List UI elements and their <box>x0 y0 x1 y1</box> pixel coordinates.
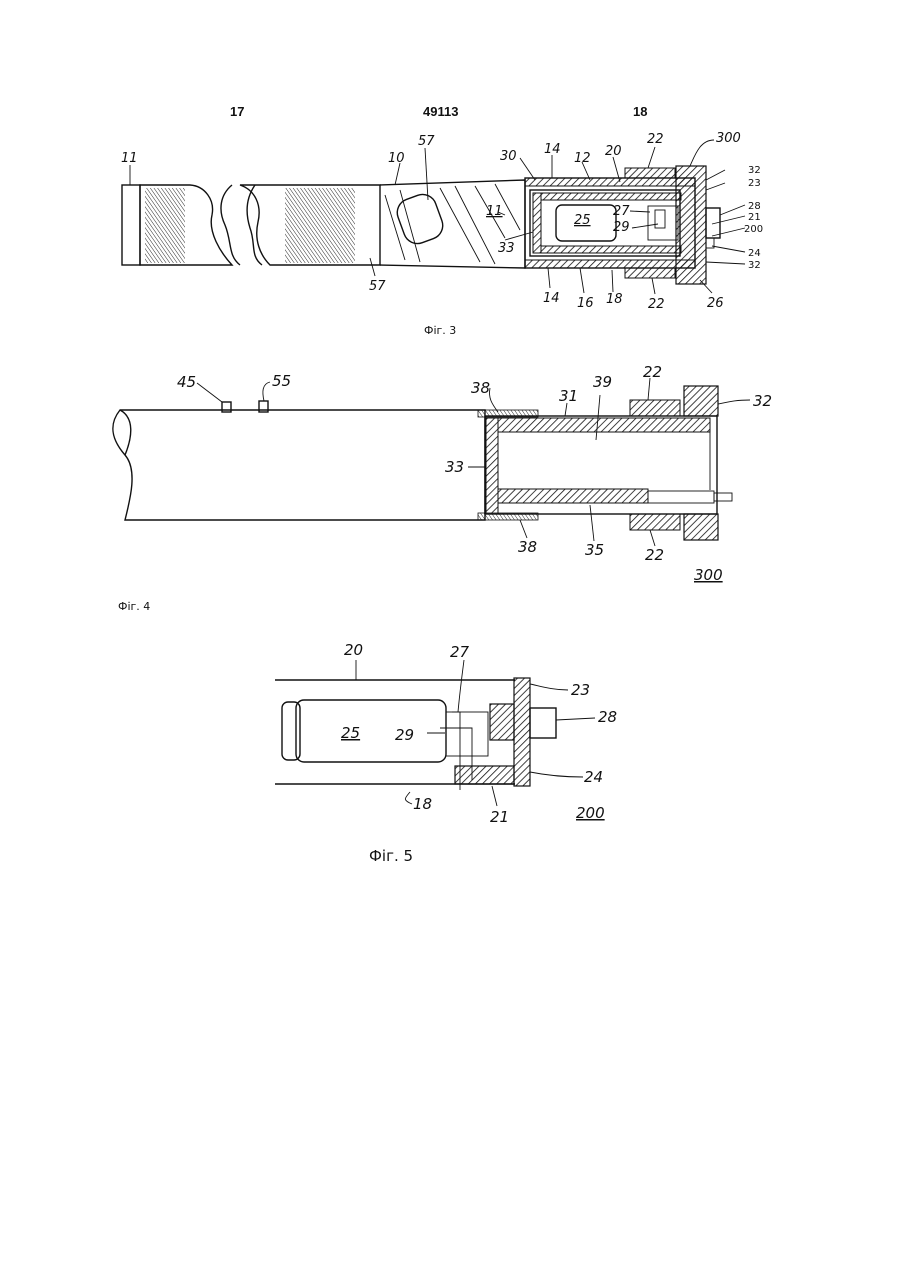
label-27: 27 <box>450 643 470 661</box>
inner-wall-top <box>541 193 681 200</box>
label-55: 55 <box>272 372 291 390</box>
break-line <box>221 185 240 265</box>
helical-thread-left <box>145 188 185 263</box>
label-11: 11 <box>486 204 503 219</box>
label-22: 22 <box>648 297 665 312</box>
label-32: 32 <box>748 260 761 271</box>
label-29: 29 <box>613 220 630 235</box>
battery-25 <box>296 700 446 762</box>
label-28: 28 <box>598 708 617 726</box>
circuit-27 <box>648 206 678 240</box>
caption-fig3: Фіг. 3 <box>424 324 456 337</box>
slot-57 <box>393 191 446 248</box>
end-wall-33 <box>533 193 541 253</box>
label-11: 11 <box>121 151 138 166</box>
thread-38 <box>478 513 538 520</box>
label-24: 24 <box>748 248 761 259</box>
label-31: 31 <box>559 387 578 405</box>
label-200: 200 <box>576 804 605 822</box>
end-flange-26 <box>676 166 706 284</box>
inner-wall-bottom <box>541 246 681 253</box>
label-23: 23 <box>571 681 590 699</box>
label-16: 16 <box>577 296 594 311</box>
label-22: 22 <box>645 546 664 564</box>
contact-29 <box>655 210 665 228</box>
flange-32 <box>684 514 718 540</box>
housing-wall-bottom <box>525 260 695 268</box>
label-21: 21 <box>490 808 509 826</box>
label-18: 18 <box>413 795 432 813</box>
break-line <box>120 410 131 455</box>
helical-thread-middle <box>285 188 355 263</box>
end-plate-23 <box>514 678 530 786</box>
label-300: 300 <box>716 131 741 146</box>
housing-wall-top <box>498 418 710 432</box>
label-12: 12 <box>574 151 591 166</box>
caption-fig5: Фіг. 5 <box>369 847 413 865</box>
battery-cap <box>282 702 300 760</box>
tube-end-cap <box>122 185 140 265</box>
label-29: 29 <box>395 726 414 744</box>
label-32: 32 <box>748 165 761 176</box>
label-20: 20 <box>344 641 363 659</box>
tube-body <box>113 410 485 520</box>
figure-4: 45 55 38 31 39 22 32 33 38 35 22 300 Фіг… <box>113 363 772 613</box>
label-38: 38 <box>518 538 537 556</box>
label-24: 24 <box>584 768 603 786</box>
housing-wall-bottom <box>498 489 648 503</box>
figure-3: 11 57 10 30 14 12 20 22 300 32 23 28 21 … <box>121 131 763 337</box>
label-10: 10 <box>388 151 405 166</box>
base-24 <box>455 766 514 784</box>
plug-28 <box>530 708 556 738</box>
label-14: 14 <box>543 291 560 306</box>
contact-block-21 <box>490 704 514 740</box>
thread-22 <box>630 514 680 530</box>
label-30: 30 <box>500 149 517 164</box>
housing-body <box>525 178 695 268</box>
label-14: 14 <box>544 142 561 157</box>
label-27: 27 <box>613 204 630 219</box>
housing-wall-top <box>525 178 695 186</box>
thread-22 <box>630 400 680 416</box>
label-39: 39 <box>593 373 612 391</box>
label-22: 22 <box>643 363 662 381</box>
thread-38 <box>478 410 538 417</box>
label-26: 26 <box>707 296 724 311</box>
figure-5: 20 27 23 28 25 29 24 18 21 200 Фіг. 5 <box>275 641 617 865</box>
label-25: 25 <box>341 724 360 742</box>
label-28: 28 <box>748 201 761 212</box>
label-33: 33 <box>498 241 515 256</box>
label-21: 21 <box>748 212 761 223</box>
end-wall-33 <box>486 418 498 514</box>
label-18: 18 <box>606 292 623 307</box>
label-22: 22 <box>647 132 664 147</box>
label-57: 57 <box>418 134 435 149</box>
label-38: 38 <box>471 379 490 397</box>
label-20: 20 <box>605 144 622 159</box>
label-33: 33 <box>445 458 464 476</box>
caption-fig4: Фіг. 4 <box>118 600 150 613</box>
flange-32 <box>684 386 718 416</box>
label-23: 23 <box>748 178 761 189</box>
label-35: 35 <box>585 541 604 559</box>
label-300: 300 <box>694 566 723 584</box>
label-200: 200 <box>744 224 763 235</box>
label-25: 25 <box>574 213 591 228</box>
pin-guide <box>648 491 714 503</box>
label-45: 45 <box>177 373 196 391</box>
label-57: 57 <box>369 279 386 294</box>
label-32: 32 <box>753 392 772 410</box>
circuit-27 <box>446 712 488 756</box>
